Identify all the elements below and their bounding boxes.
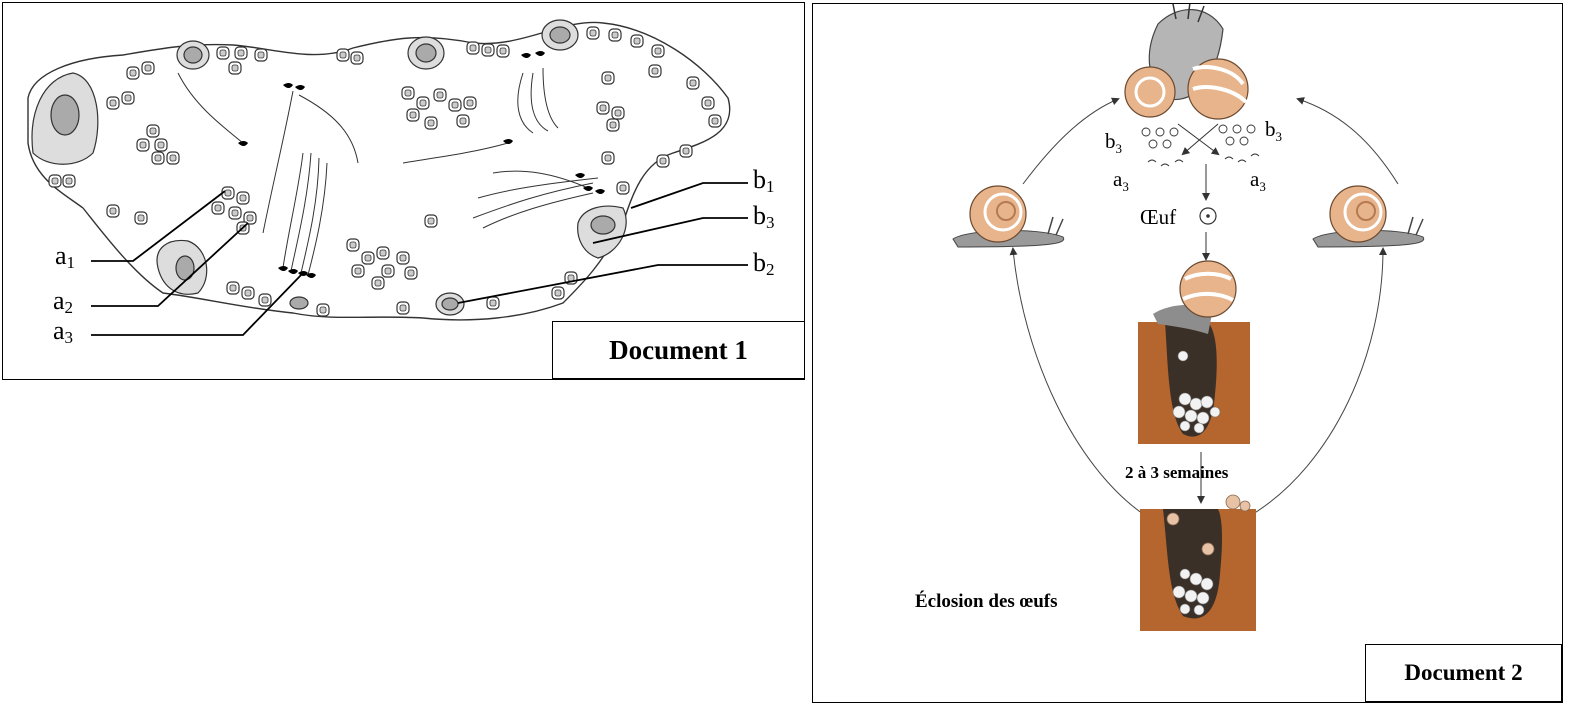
label-b3: b3 (753, 201, 775, 232)
label-a2: a2 (53, 286, 74, 317)
label-b2: b2 (753, 248, 775, 279)
egg-laying-burrow (1138, 260, 1250, 444)
label-a1: a1 (55, 241, 76, 272)
snail-life-cycle-drawing (951, 4, 1426, 631)
label-b3-left: b3 (1105, 129, 1122, 157)
document-1-title: Document 1 (552, 321, 805, 379)
duration-label: 2 à 3 semaines (1125, 463, 1229, 482)
label-b1: b1 (753, 165, 775, 196)
document-2-title: Document 2 (1365, 644, 1562, 702)
gonad-section-drawing (27, 19, 748, 336)
label-a3-right: a3 (1250, 167, 1266, 195)
label-a3: a3 (53, 316, 74, 347)
hatching-burrow (1140, 494, 1256, 631)
label-b3-right: b3 (1265, 117, 1282, 145)
leader-b2 (457, 264, 748, 304)
document-2-panel: b3 b3 a3 a3 Œuf 2 à 3 semaines Éclosion … (812, 3, 1563, 703)
leader-b1 (630, 182, 748, 209)
hatching-label: Éclosion des œufs (915, 591, 1058, 612)
tissue-outline (27, 21, 731, 321)
adult-snail-right (1311, 184, 1426, 249)
leader-a3 (91, 272, 304, 336)
leader-a1 (91, 190, 226, 262)
leader-b3 (592, 217, 748, 244)
label-a3-left: a3 (1113, 167, 1129, 195)
egg-label: Œuf (1140, 205, 1177, 229)
document-1-panel: a1 a2 a3 b1 b3 b2 Document 1 (2, 2, 805, 380)
mating-snails (1124, 4, 1249, 120)
adult-snail-left (951, 184, 1066, 249)
leader-a2 (91, 222, 249, 307)
